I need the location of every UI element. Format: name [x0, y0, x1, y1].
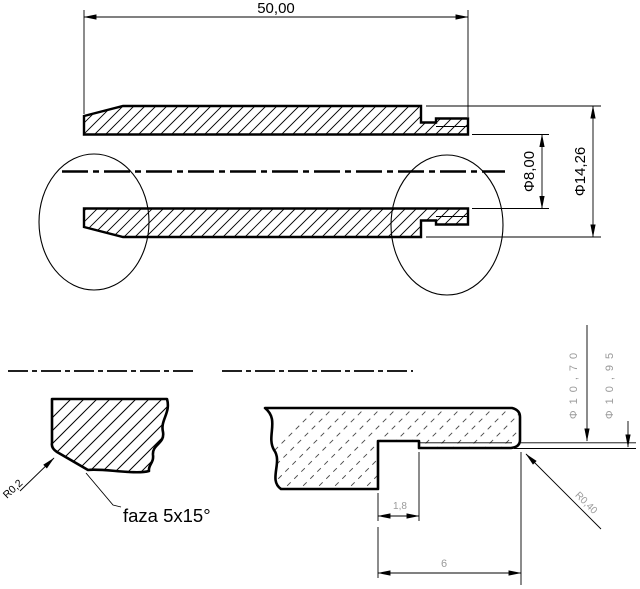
detail-circle-right [390, 154, 504, 296]
undercut-hatching [265, 408, 520, 489]
part-outline-lower-wall [82, 207, 470, 239]
detail-view-chamfer: R0,2 faza 5x15° [1, 370, 211, 526]
length-dimension [83, 10, 469, 117]
radius-leader-line [19, 457, 55, 492]
undercut-diameter-text: Φ10,70 [568, 347, 580, 419]
end-length-dimension [377, 452, 522, 585]
main-section-view: 50,00 Φ8,00 Φ14,26 [38, 0, 601, 296]
length-dimension-text: 50,00 [257, 0, 295, 17]
corner-radius-leader [525, 453, 602, 530]
detail-view-undercut: Φ10,70 Φ10,95 1,8 6 R0,40 [222, 325, 636, 585]
chamfer-detail-outline [50, 397, 170, 474]
part-outline-upper-wall [82, 104, 470, 136]
corner-radius-detail-text: R0,40 [572, 490, 599, 517]
bore-diameter-dimension [472, 133, 549, 210]
chamfer-note-text: faza 5x15° [123, 505, 211, 526]
corner-radius-text: R0,2 [1, 477, 26, 501]
detail-circle-left [38, 153, 150, 291]
outer-diameter-text: Φ14,26 [572, 147, 589, 197]
outer-diameter-dimension [426, 105, 601, 238]
undercut-detail-outline [263, 406, 522, 491]
chamfer-note-leader [85, 472, 122, 508]
bore-diameter-text: Φ8,00 [521, 151, 538, 192]
undercut-width-dimension [377, 452, 420, 521]
end-diameter-text: Φ10,95 [604, 347, 616, 419]
end-length-text: 6 [441, 558, 447, 570]
chamfer-hatching [51, 399, 168, 473]
undercut-width-text: 1,8 [393, 501, 407, 512]
